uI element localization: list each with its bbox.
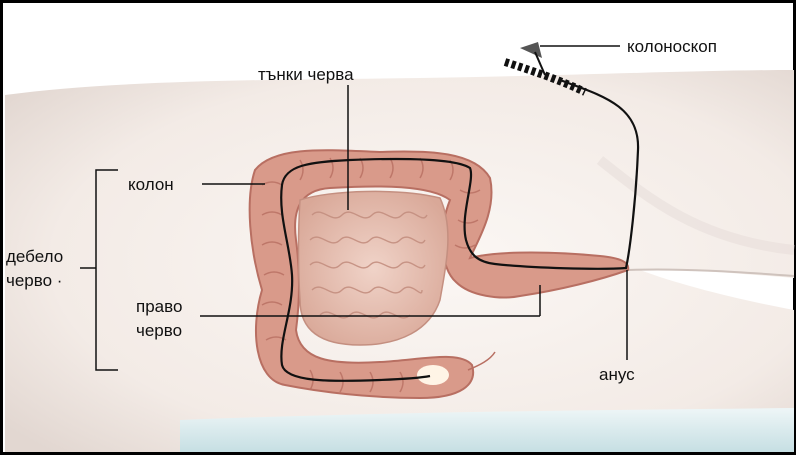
label-rectum-2: черво	[136, 320, 182, 341]
label-colon: колон	[128, 174, 174, 195]
label-colonoscope: колоноскоп	[627, 36, 717, 57]
label-large-intestine-1: дебело	[6, 246, 63, 267]
label-large-intestine-2: черво ·	[6, 270, 62, 291]
label-anus: анус	[599, 364, 635, 385]
label-small-intestine: тънки черва	[258, 64, 354, 85]
label-rectum-1: право	[136, 296, 182, 317]
small-intestine-organ	[299, 191, 448, 345]
